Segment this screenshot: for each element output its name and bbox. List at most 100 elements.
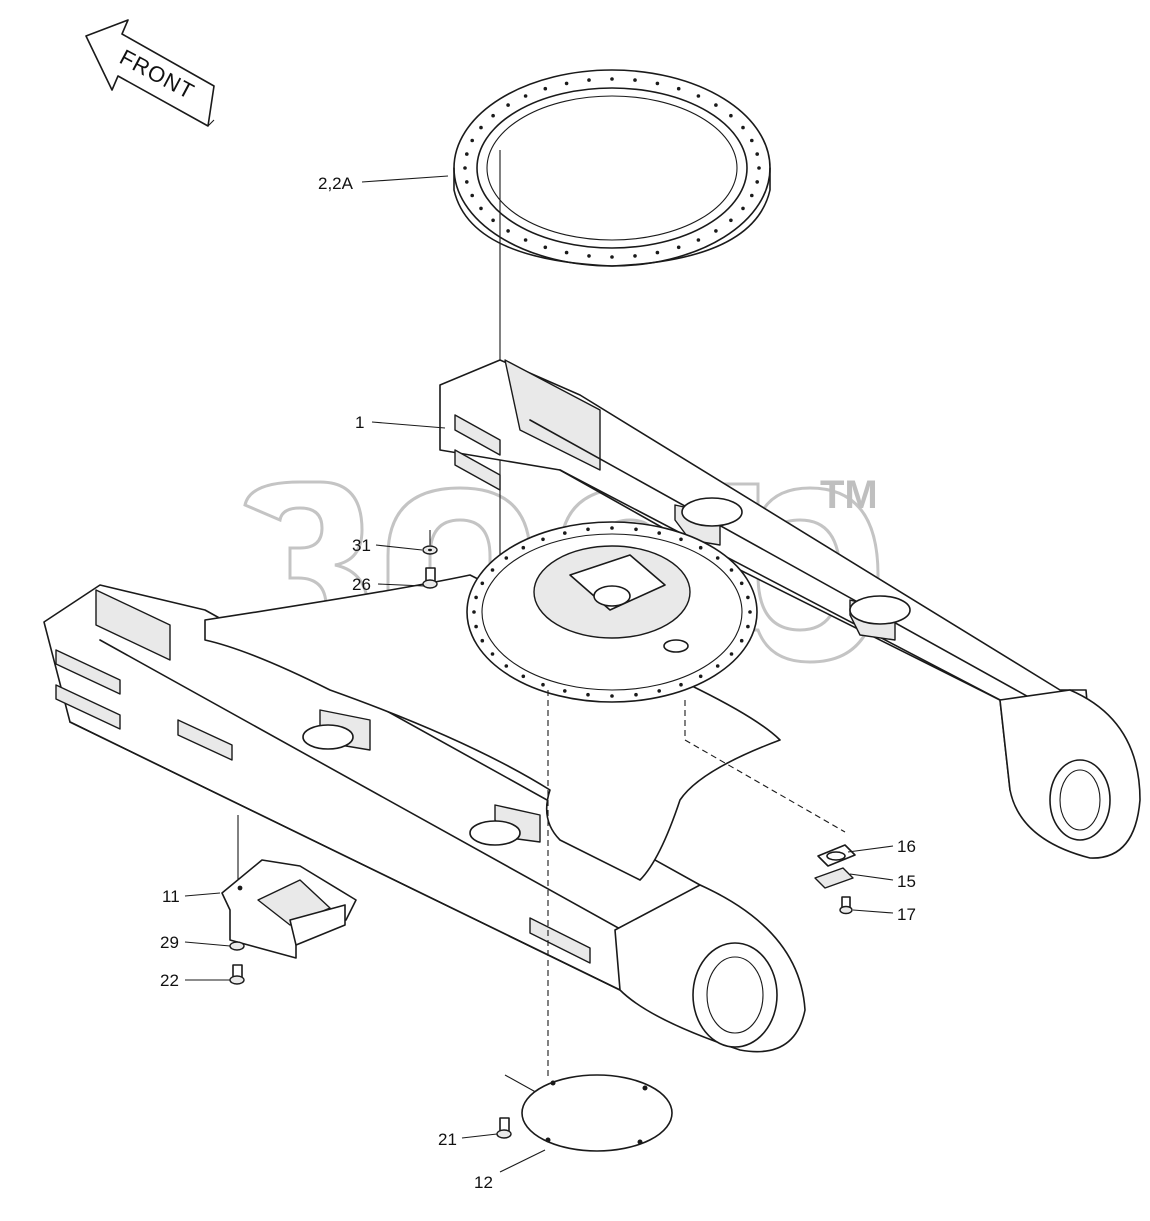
turntable-mount [466, 521, 758, 703]
ring-bolt-hole [491, 218, 495, 223]
ring-bolt-hole [523, 94, 528, 98]
ring-bolt-hole [506, 103, 510, 107]
ring-bolt-hole [655, 250, 660, 255]
ring-bolt-hole [655, 81, 660, 86]
callout-1: 1 [355, 413, 364, 432]
ring-bolt-hole [470, 138, 475, 143]
ring-bolt-hole [676, 86, 681, 91]
ring-bolt-hole [564, 250, 569, 255]
ring-bolt-hole [465, 180, 469, 184]
swing-bearing-ring [453, 69, 771, 267]
turntable-bolt-hole [563, 531, 567, 535]
ring-bolt-hole [465, 152, 469, 156]
track-frame [43, 359, 1141, 1053]
callout-21: 21 [438, 1130, 457, 1149]
ring-bolt-hole [610, 255, 614, 259]
turntable-bolt-hole [748, 610, 752, 614]
turntable-bolt-hole [472, 610, 476, 614]
ring-bolt-hole [587, 78, 591, 82]
callout-17: 17 [897, 905, 916, 924]
turntable-bolt-hole [739, 581, 744, 586]
ring-bolt-hole [750, 138, 754, 143]
turntable-bolt-hole [474, 595, 478, 600]
turntable-bolt-hole [480, 581, 485, 586]
callout-2-2a: 2,2A [318, 174, 354, 193]
callout-22: 22 [160, 971, 179, 990]
turntable-bolt-hole [715, 664, 720, 668]
ring-bolt-hole [750, 193, 754, 198]
turntable-bolt-hole [541, 537, 545, 542]
turntable-bolt-hole [698, 674, 703, 679]
turntable-bolt-hole [746, 624, 750, 629]
callout-31: 31 [352, 536, 371, 555]
ring-bolt-hole [564, 81, 569, 86]
turntable-bolt-hole [746, 595, 750, 600]
turntable-bolt-hole [739, 638, 744, 643]
turntable-bolt-hole [634, 692, 638, 697]
ring-bolt-hole [633, 78, 637, 82]
turntable-bolt-hole [490, 568, 495, 572]
washer-29 [229, 941, 245, 951]
watermark-tm: TM [820, 473, 878, 517]
turntable-bolt-hole [634, 527, 638, 532]
bolt-21 [496, 1117, 512, 1139]
ring-bolt-hole [676, 245, 681, 250]
ring-bolt-hole [470, 193, 475, 198]
ring-bolt-hole [755, 152, 759, 156]
washer-31 [422, 545, 438, 555]
ring-bolt-hole [463, 166, 467, 170]
ring-bolt-hole [741, 206, 745, 211]
ring-bolt-hole [729, 218, 733, 223]
bracket-11 [221, 859, 357, 959]
ring-bolt-hole [714, 103, 718, 107]
ring-bolt-hole [696, 94, 701, 98]
turntable-bolt-hole [521, 674, 526, 679]
turntable-bolt-hole [657, 689, 661, 693]
ring-bolt-hole [543, 86, 548, 91]
turntable-bolt-hole [729, 652, 734, 656]
ring-bolt-hole [696, 238, 701, 242]
ring-bolt-hole [491, 113, 495, 118]
ring-bolt-hole [729, 113, 733, 118]
ring-bolt-hole [523, 238, 528, 242]
turntable-bolt-hole [679, 682, 683, 687]
turntable-bolt-hole [490, 652, 495, 656]
turntable-bolt-hole [563, 689, 567, 693]
turntable-bolt-hole [729, 568, 734, 572]
turntable-bolt-hole [480, 638, 485, 643]
turntable-bolt-hole [541, 682, 545, 687]
shim-15 [814, 867, 854, 889]
cover-plate-12 [521, 1074, 673, 1152]
ring-bolt-hole [587, 254, 591, 258]
bolt-17 [839, 896, 853, 915]
ring-bolt-hole [543, 245, 548, 250]
turntable-bolt-hole [715, 556, 720, 560]
turntable-bolt-hole [586, 692, 590, 697]
ring-bolt-hole [757, 166, 761, 170]
turntable-bolt-hole [679, 537, 683, 542]
bolt-22 [229, 964, 245, 985]
ring-bolt-hole [755, 180, 759, 184]
turntable-bolt-hole [610, 694, 614, 698]
callout-29: 29 [160, 933, 179, 952]
ring-bolt-hole [506, 229, 510, 233]
turntable-bolt-hole [521, 545, 526, 550]
ring-bolt-hole [479, 125, 483, 130]
callout-26: 26 [352, 575, 371, 594]
ring-bolt-hole [714, 229, 718, 233]
callout-11: 11 [162, 887, 180, 906]
front-arrow: FRONT [85, 19, 215, 127]
callout-16: 16 [897, 837, 916, 856]
plate-16 [817, 844, 856, 867]
callout-15: 15 [897, 872, 916, 891]
ring-bolt-hole [633, 254, 637, 258]
callout-12: 12 [474, 1173, 493, 1192]
turntable-bolt-hole [586, 527, 590, 532]
turntable-bolt-hole [698, 545, 703, 550]
turntable-bolt-hole [657, 531, 661, 535]
turntable-bolt-hole [610, 526, 614, 530]
ring-bolt-hole [610, 77, 614, 81]
ring-bolt-hole [741, 125, 745, 130]
